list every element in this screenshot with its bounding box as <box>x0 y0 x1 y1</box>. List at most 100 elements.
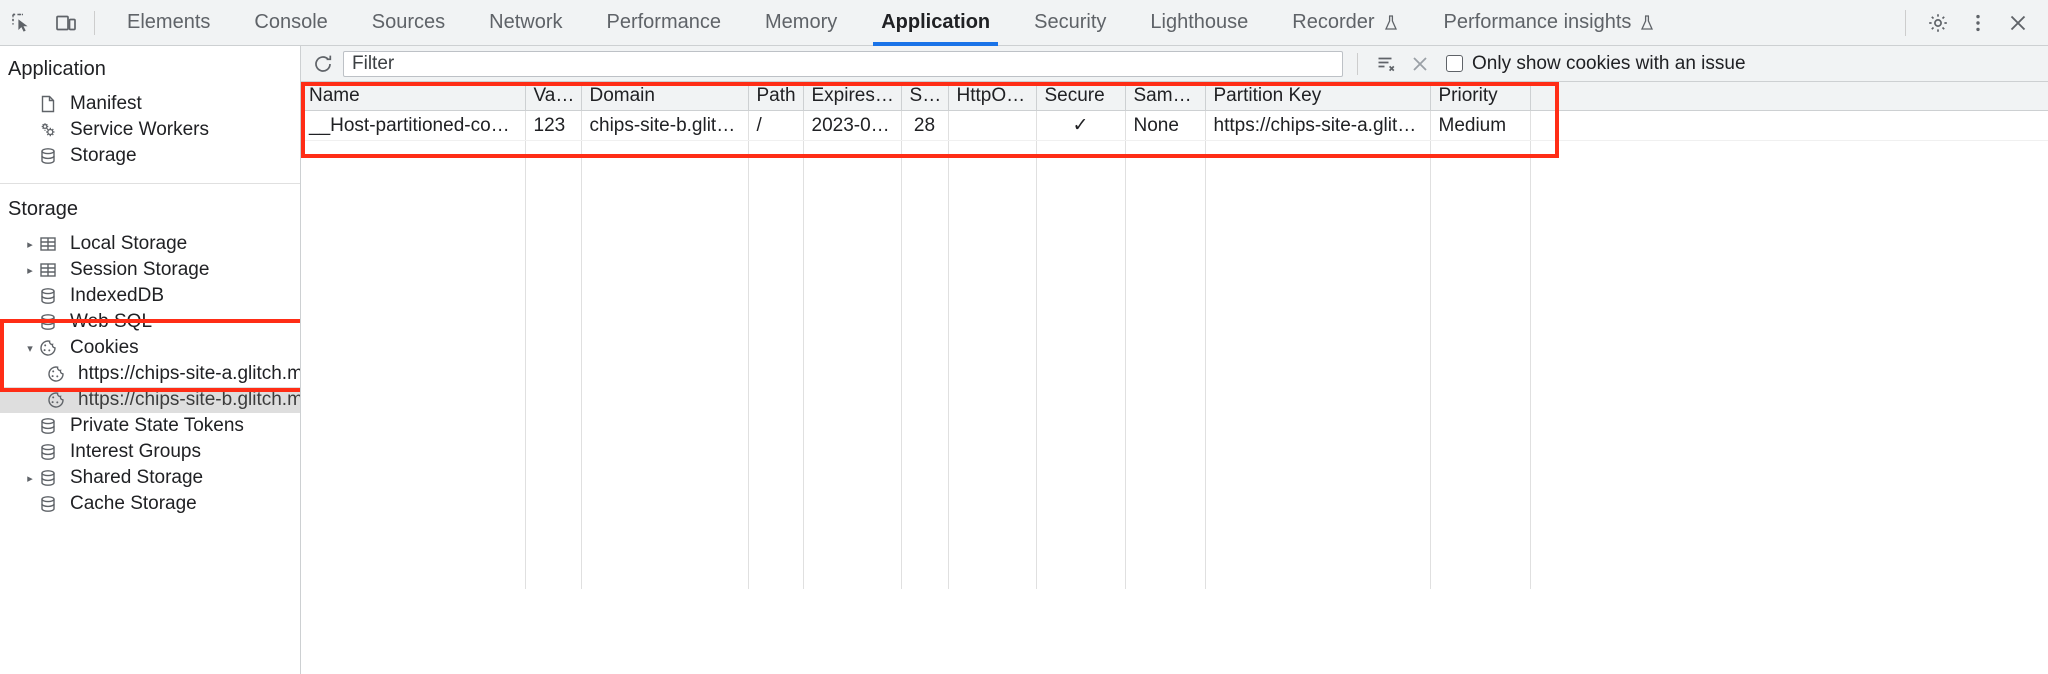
sidebar-item-label: Private State Tokens <box>70 415 244 436</box>
sidebar-item-session-storage[interactable]: ▸ Session Storage <box>0 257 300 283</box>
chevron-right-icon[interactable]: ▸ <box>27 472 33 485</box>
sidebar-item-local-storage[interactable]: ▸ Local Storage <box>0 231 300 257</box>
sidebar-item-shared-storage[interactable]: ▸ Shared Storage <box>0 465 300 491</box>
empty-cell <box>1430 476 1531 505</box>
empty-cell <box>301 252 526 281</box>
empty-cell <box>948 532 1037 561</box>
sidebar-item-private-state-tokens[interactable]: ▸ Private State Tokens <box>0 413 300 439</box>
empty-cell <box>748 420 804 449</box>
more-vertical-icon[interactable] <box>1958 3 1998 43</box>
tab-label: Security <box>1034 11 1107 33</box>
empty-cell <box>1530 560 2048 589</box>
empty-cell <box>1530 280 2048 309</box>
column-header-httponly[interactable]: HttpOnly <box>948 82 1037 111</box>
sidebar-item-label: Manifest <box>70 93 142 114</box>
column-header-path[interactable]: Path <box>748 82 804 111</box>
column-header-secure[interactable]: Secure <box>1036 82 1126 111</box>
sidebar-item-web-sql[interactable]: ▸ Web SQL <box>0 309 300 335</box>
empty-row <box>301 140 2048 169</box>
only-show-issues-label: Only show cookies with an issue <box>1472 52 1746 74</box>
table-row[interactable]: __Host-partitioned-cookie 123 chips-site… <box>301 110 2048 141</box>
empty-cell <box>948 224 1037 253</box>
sidebar-item-cookies[interactable]: ▾ Cookies <box>0 335 300 361</box>
empty-cell <box>803 308 902 337</box>
empty-cell <box>1125 196 1206 225</box>
empty-cell <box>1036 252 1126 281</box>
only-show-issues-checkbox[interactable] <box>1446 55 1463 72</box>
sidebar-item-service-workers[interactable]: ▸ Service Workers <box>0 117 300 143</box>
close-icon[interactable] <box>1998 3 2038 43</box>
empty-cell <box>901 224 949 253</box>
tab-application[interactable]: Application <box>859 0 1012 46</box>
empty-cell <box>748 504 804 533</box>
column-header-size[interactable]: Size <box>901 82 949 111</box>
empty-cell <box>525 336 582 365</box>
sidebar-item-interest-groups[interactable]: ▸ Interest Groups <box>0 439 300 465</box>
sidebar-item-cache-storage[interactable]: ▸ Cache Storage <box>0 491 300 517</box>
chevron-right-icon[interactable]: ▸ <box>27 264 33 277</box>
filter-input[interactable] <box>343 50 1343 77</box>
device-toolbar-icon[interactable] <box>44 3 88 43</box>
column-header-samesite[interactable]: SameSite <box>1125 82 1206 111</box>
empty-cell <box>1125 140 1206 169</box>
sidebar-item-cookies-chips-site-a[interactable]: https://chips-site-a.glitch.me <box>0 361 300 387</box>
empty-cell <box>301 504 526 533</box>
inspect-element-icon[interactable] <box>0 3 44 43</box>
empty-cell <box>525 420 582 449</box>
sidebar-item-label: IndexedDB <box>70 285 165 306</box>
column-header-filler <box>1530 82 2048 111</box>
column-header-name[interactable]: Name <box>301 82 526 111</box>
empty-cell <box>581 448 749 477</box>
empty-cell <box>948 196 1037 225</box>
sidebar-item-indexeddb[interactable]: ▸ IndexedDB <box>0 283 300 309</box>
empty-cell <box>301 224 526 253</box>
chevron-right-icon[interactable]: ▸ <box>27 238 33 251</box>
column-header-partition-key[interactable]: Partition Key <box>1205 82 1431 111</box>
sidebar-item-label: Storage <box>70 145 137 166</box>
cell-priority: Medium <box>1430 110 1531 141</box>
tab-security[interactable]: Security <box>1012 0 1128 46</box>
empty-cell <box>1530 448 2048 477</box>
empty-cell <box>948 364 1037 393</box>
empty-cell <box>901 448 949 477</box>
empty-cell <box>1205 476 1431 505</box>
empty-cell <box>901 364 949 393</box>
empty-cell <box>581 504 749 533</box>
tab-performance-insights[interactable]: Performance insights <box>1422 0 1679 46</box>
column-header-expires[interactable]: Expires / M... <box>803 82 902 111</box>
empty-cell <box>1036 504 1126 533</box>
clear-filtered-cookies-icon[interactable] <box>1372 50 1400 78</box>
empty-cell <box>581 140 749 169</box>
empty-row <box>301 252 2048 281</box>
tab-network[interactable]: Network <box>467 0 584 46</box>
gear-icon[interactable] <box>1918 3 1958 43</box>
sidebar-item-cookies-chips-site-b[interactable]: https://chips-site-b.glitch.me <box>0 387 300 413</box>
column-header-domain[interactable]: Domain <box>581 82 749 111</box>
empty-cell <box>1530 252 2048 281</box>
tab-sources[interactable]: Sources <box>350 0 467 46</box>
empty-cell <box>581 336 749 365</box>
tab-performance[interactable]: Performance <box>585 0 744 46</box>
sidebar-item-manifest[interactable]: ▸ Manifest <box>0 91 300 117</box>
chevron-down-icon[interactable]: ▾ <box>27 342 33 355</box>
empty-cell <box>948 280 1037 309</box>
clear-all-cookies-icon[interactable] <box>1406 50 1434 78</box>
tab-memory[interactable]: Memory <box>743 0 859 46</box>
only-show-issues-checkbox-wrap[interactable]: Only show cookies with an issue <box>1446 53 1746 75</box>
empty-cell <box>525 476 582 505</box>
tab-lighthouse[interactable]: Lighthouse <box>1128 0 1270 46</box>
refresh-icon[interactable] <box>309 50 337 78</box>
empty-cell <box>1036 196 1126 225</box>
empty-cell <box>1430 224 1531 253</box>
sidebar-item-storage[interactable]: ▸ Storage <box>0 143 300 169</box>
tab-console[interactable]: Console <box>232 0 349 46</box>
column-header-priority[interactable]: Priority <box>1430 82 1531 111</box>
tab-elements[interactable]: Elements <box>105 0 232 46</box>
empty-cell <box>1205 532 1431 561</box>
empty-row <box>301 168 2048 197</box>
tab-label: Performance insights <box>1443 11 1632 33</box>
empty-cell <box>901 532 949 561</box>
empty-cell <box>1430 560 1531 589</box>
tab-recorder[interactable]: Recorder <box>1270 0 1421 46</box>
column-header-value[interactable]: Value <box>525 82 582 111</box>
